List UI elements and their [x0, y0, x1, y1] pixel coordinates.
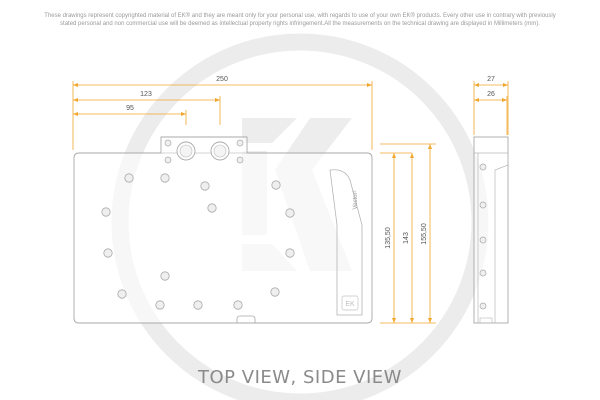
mounting-screw: [270, 287, 280, 297]
side-view-outline: [473, 136, 509, 324]
mounting-screws: [101, 173, 295, 310]
ek-corner-badge: [341, 295, 359, 311]
terminal-screw: [164, 139, 172, 147]
side-view-foot: [479, 317, 493, 324]
side-screw: [479, 302, 487, 310]
mounting-screw: [117, 289, 127, 299]
terminal-screw: [164, 156, 172, 164]
dimension-lines-top: [72, 81, 436, 324]
side-screw: [479, 201, 487, 209]
side-view: [473, 136, 509, 324]
terminal-screw: [236, 139, 244, 147]
waterblock-outline: [73, 136, 373, 324]
side-view-bracket: [494, 153, 509, 323]
dimension-arrowheads: [73, 83, 508, 323]
side-screw: [479, 163, 487, 171]
terminal-screws: [164, 139, 244, 164]
dim-label-height-1: 135,50: [385, 227, 392, 249]
bottom-notch: [236, 315, 256, 323]
mounting-screw: [124, 173, 134, 183]
mounting-screw: [285, 208, 295, 218]
dim-label-height-2: 143: [403, 232, 410, 244]
mounting-screw: [160, 173, 170, 183]
mounting-screw: [271, 180, 281, 190]
disclaimer-line-1: These drawings represent copyrighted mat…: [44, 13, 556, 19]
mounting-screw: [160, 271, 170, 281]
side-screw: [479, 236, 487, 244]
acetal-top-outline: [329, 169, 363, 316]
dim-label-width-overall: 250: [216, 76, 228, 83]
side-view-screws: [479, 163, 487, 310]
terminal-screw: [236, 156, 244, 164]
product-label: Vector²: [353, 190, 359, 209]
dimension-labels: 250 123 95 135,50 143 155,50 27 26: [126, 76, 495, 249]
inlet-port: [176, 141, 196, 161]
mounting-screw: [200, 181, 210, 191]
copyright-disclaimer: These drawings represent copyrighted mat…: [0, 12, 600, 28]
outlet-port: [210, 141, 230, 161]
mounting-screw: [103, 248, 113, 258]
disclaimer-line-2: stated personal and non commercial use w…: [60, 21, 540, 27]
mounting-screw: [233, 300, 243, 310]
mounting-screw: [155, 300, 165, 310]
mounting-screw: [101, 207, 111, 217]
dimension-lines-side: [473, 81, 509, 135]
dim-label-depth-body: 26: [487, 91, 495, 98]
mounting-screw: [207, 203, 217, 213]
dim-label-to-port-2: 123: [140, 91, 152, 98]
dim-label-height-3: 155,50: [421, 223, 428, 245]
ek-corner-badge-text: EK: [345, 301, 355, 308]
mounting-screw: [285, 248, 295, 258]
top-view: Vector² EK: [73, 136, 373, 324]
dim-label-depth-overall: 27: [487, 76, 495, 83]
dim-label-to-port-1: 95: [126, 105, 134, 112]
side-screw: [479, 269, 487, 277]
view-caption: TOP VIEW, SIDE VIEW: [198, 367, 402, 388]
mounting-screw: [193, 300, 203, 310]
